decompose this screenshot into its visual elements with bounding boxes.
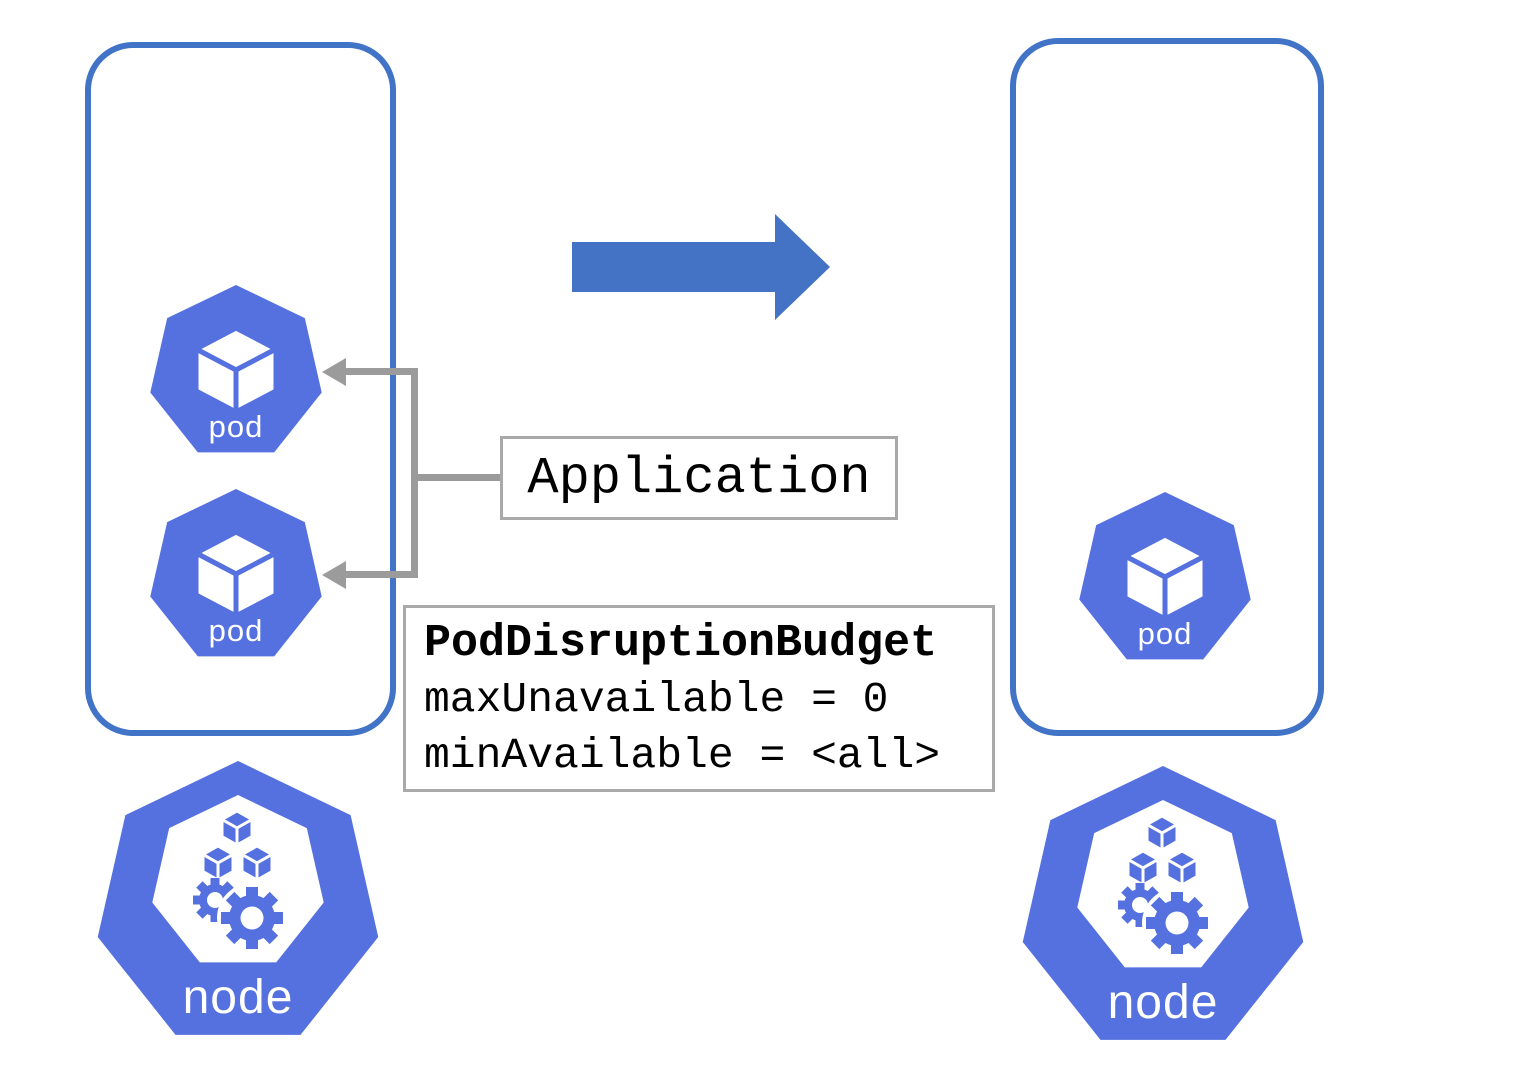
application-label: Application bbox=[527, 448, 871, 508]
cluster-after-box bbox=[1010, 38, 1324, 736]
cluster-before-box bbox=[85, 42, 396, 736]
cube-icon bbox=[193, 325, 279, 415]
node-icon: node bbox=[1022, 766, 1304, 1040]
node-cubes-gears-icon bbox=[1118, 814, 1212, 958]
connector-line-to-pod1 bbox=[342, 368, 418, 375]
pod-label: pod bbox=[208, 409, 264, 444]
pod-icon: pod bbox=[150, 489, 322, 657]
cube-icon bbox=[1122, 532, 1208, 622]
pdb-min-available-line: minAvailable = <all> bbox=[424, 731, 941, 780]
node-cubes-gears-icon bbox=[193, 809, 287, 953]
node-label: node bbox=[182, 971, 294, 1024]
pdb-box: PodDisruptionBudget maxUnavailable = 0 m… bbox=[403, 605, 995, 792]
application-label-box: Application bbox=[500, 436, 898, 520]
pod-label: pod bbox=[208, 613, 264, 648]
connector-line-vertical bbox=[411, 368, 418, 578]
pod-icon: pod bbox=[150, 285, 322, 453]
transition-arrow-icon bbox=[572, 214, 830, 320]
connector-line-to-application bbox=[415, 474, 500, 481]
left-arrowhead-icon bbox=[322, 358, 346, 386]
node-label: node bbox=[1107, 976, 1219, 1029]
cube-icon bbox=[193, 529, 279, 619]
connector-line-to-pod2 bbox=[342, 571, 418, 578]
pod-icon: pod bbox=[1079, 492, 1251, 660]
pod-label: pod bbox=[1137, 616, 1193, 651]
node-icon: node bbox=[97, 761, 379, 1035]
pdb-max-unavailable-line: maxUnavailable = 0 bbox=[424, 675, 889, 724]
left-arrowhead-icon bbox=[322, 561, 346, 589]
pdb-title: PodDisruptionBudget bbox=[424, 618, 938, 669]
